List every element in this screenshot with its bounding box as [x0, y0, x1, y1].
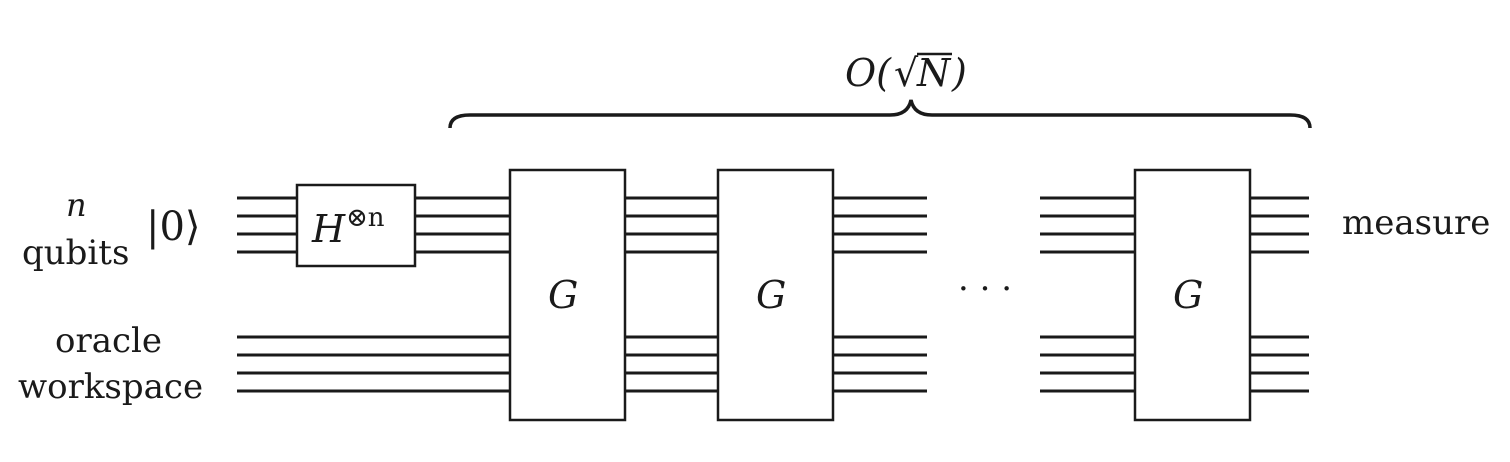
workspace-register-wires	[237, 335, 1309, 393]
grover-gate: G	[716, 168, 835, 422]
grover-gate-label: G	[756, 273, 786, 317]
curly-brace-icon	[448, 99, 1312, 129]
brace-label: O( √ N )	[845, 51, 967, 95]
hadamard-sup: ⊗n	[346, 203, 385, 233]
grover-gate-label: G	[1173, 273, 1203, 317]
label-qubits: qubits	[22, 233, 129, 273]
label-ket-zero: |0⟩	[146, 204, 201, 250]
label-workspace: workspace	[18, 367, 203, 407]
brace-label-var: N	[916, 51, 952, 95]
hadamard-base: H	[311, 207, 346, 251]
grover-gate: G	[1133, 168, 1252, 422]
grover-gate-label: G	[548, 273, 578, 317]
label-n: n	[66, 186, 87, 224]
label-measure: measure	[1342, 203, 1490, 243]
grover-gate: G	[508, 168, 627, 422]
horizontal-ellipsis-icon: · · ·	[958, 269, 1012, 309]
brace-label-prefix: O(	[845, 51, 892, 95]
label-oracle: oracle	[55, 321, 162, 361]
hadamard-gate: H ⊗n	[295, 183, 417, 268]
brace-label-radical: √	[894, 51, 919, 95]
brace-label-suffix: )	[951, 51, 967, 95]
qubit-register-wires	[237, 196, 1309, 254]
